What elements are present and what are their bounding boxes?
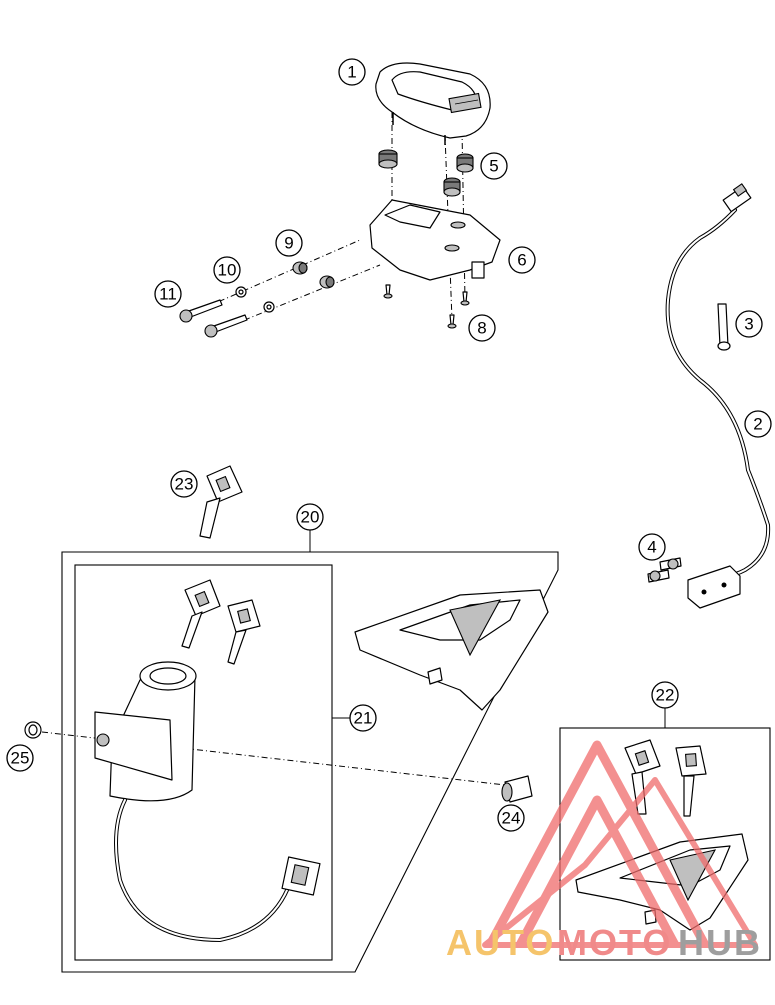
svg-text:3: 3 bbox=[744, 315, 753, 334]
callout-10: 10 bbox=[213, 256, 241, 284]
watermark-hub: HUB bbox=[678, 922, 762, 963]
svg-text:9: 9 bbox=[284, 234, 293, 253]
callout-20: 20 bbox=[296, 503, 324, 531]
sensor-block bbox=[687, 565, 741, 609]
callout-22: 22 bbox=[651, 681, 679, 709]
callout-6: 6 bbox=[508, 246, 536, 274]
grommet-right-2 bbox=[443, 177, 461, 197]
wiring-harness-part bbox=[665, 183, 771, 609]
svg-text:21: 21 bbox=[354, 709, 373, 728]
connector-plug bbox=[722, 183, 752, 213]
callout-24: 24 bbox=[497, 804, 525, 832]
callout-4: 4 bbox=[638, 533, 666, 561]
grommet-left bbox=[378, 149, 398, 169]
svg-text:2: 2 bbox=[753, 415, 762, 434]
spare-key-part bbox=[199, 465, 243, 539]
svg-text:6: 6 bbox=[517, 251, 526, 270]
rubber-grommet-part bbox=[378, 149, 474, 197]
lock-screw-part bbox=[501, 775, 533, 803]
callout-2: 2 bbox=[744, 410, 772, 438]
callout-23: 23 bbox=[170, 470, 198, 498]
svg-text:4: 4 bbox=[647, 538, 656, 557]
svg-text:10: 10 bbox=[218, 261, 237, 280]
svg-text:1: 1 bbox=[347, 63, 356, 82]
kit-22-frame bbox=[559, 708, 771, 961]
watermark-text: AUTO MOTO HUB bbox=[446, 922, 762, 963]
callout-5: 5 bbox=[480, 152, 508, 180]
small-screw-part bbox=[383, 284, 470, 329]
bushing-part bbox=[292, 261, 335, 289]
callout-1: 1 bbox=[338, 58, 366, 86]
svg-text:22: 22 bbox=[656, 686, 675, 705]
watermark-auto: AUTO bbox=[446, 922, 555, 963]
svg-text:20: 20 bbox=[301, 508, 320, 527]
cable-tie-part bbox=[717, 303, 731, 351]
svg-text:23: 23 bbox=[175, 475, 194, 494]
watermark-logo bbox=[482, 740, 758, 948]
speedometer-holder-part bbox=[369, 199, 501, 281]
grommet-right-1 bbox=[456, 153, 474, 173]
screw-part bbox=[179, 299, 248, 338]
washer-part bbox=[235, 286, 275, 313]
kit22-keys bbox=[624, 739, 707, 817]
ignition-lock-part bbox=[94, 661, 321, 943]
svg-text:25: 25 bbox=[11, 749, 30, 768]
ignition-connector bbox=[281, 856, 321, 896]
svg-text:24: 24 bbox=[502, 809, 521, 828]
svg-text:11: 11 bbox=[159, 285, 177, 304]
callout-8: 8 bbox=[468, 314, 496, 342]
watermark-moto: MOTO bbox=[557, 922, 672, 963]
callout-21: 21 bbox=[349, 704, 377, 732]
callout-9: 9 bbox=[275, 229, 303, 257]
sensor-screw-part bbox=[647, 557, 682, 583]
key-pair-kit21 bbox=[181, 579, 261, 665]
callout-25: 25 bbox=[6, 744, 34, 772]
callout-11: 11 bbox=[154, 280, 182, 308]
svg-text:8: 8 bbox=[477, 319, 486, 338]
callout-3: 3 bbox=[735, 310, 763, 338]
speedometer-part bbox=[375, 62, 491, 145]
o-ring-part bbox=[24, 721, 42, 739]
kit-20-frame bbox=[61, 530, 559, 973]
svg-text:5: 5 bbox=[489, 157, 498, 176]
kit-21-frame bbox=[74, 564, 350, 961]
lock-cover-part bbox=[354, 589, 549, 711]
